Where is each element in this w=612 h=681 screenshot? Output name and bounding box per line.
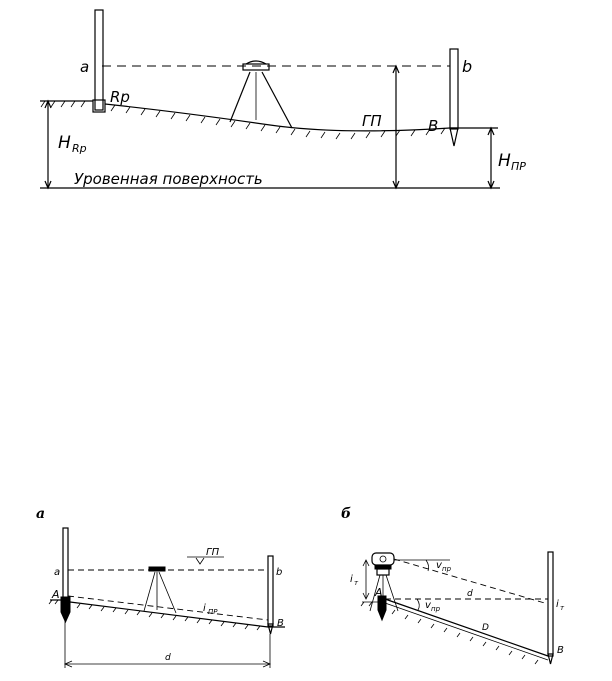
- bottom-left-figure: а ГП a b A: [36, 506, 285, 668]
- label-v-top-main: v: [436, 560, 443, 571]
- staff-left: [94, 9, 104, 111]
- label-GP: ГП: [362, 112, 382, 130]
- inclined-line: [67, 595, 269, 621]
- theodolite-instrument: [369, 552, 399, 622]
- label-v-bot-main: v: [425, 600, 432, 611]
- panel-letter-b: б: [341, 506, 351, 522]
- bottom-right-figure: б: [341, 506, 565, 665]
- benchmark-block: [92, 99, 106, 113]
- label-v-top-sub: пр: [442, 565, 452, 573]
- peg-right: [449, 127, 459, 147]
- label-HRp-main: H: [58, 133, 71, 153]
- label-b-small: b: [276, 567, 282, 578]
- panel-letter-a: а: [36, 506, 45, 522]
- label-i-sub: ПР: [208, 608, 218, 616]
- label-D-right: D: [482, 623, 489, 633]
- staff-right: [449, 48, 459, 130]
- staff-A: [62, 527, 69, 601]
- slope-D-line: [384, 598, 549, 657]
- label-a-small: a: [54, 567, 60, 578]
- label-B-right: B: [557, 645, 564, 656]
- label-Hpr-sub: ПР: [511, 160, 526, 173]
- staff-B: [267, 555, 274, 627]
- label-Hpr-main: H: [498, 151, 511, 171]
- top-figure: a b Rp H Rp ГП B H ПР Уровенная поверхно…: [40, 9, 526, 190]
- level-instrument-small: [143, 566, 177, 614]
- label-level-surface: Уровенная поверхность: [74, 170, 263, 188]
- label-b: b: [462, 57, 472, 76]
- ground-left: [50, 599, 285, 628]
- label-v-bot-sub: пр: [431, 605, 441, 613]
- label-a: a: [80, 58, 89, 76]
- staff-B-right: [547, 551, 554, 657]
- label-d-left: d: [165, 653, 171, 663]
- peg-A: [60, 596, 71, 624]
- inclined-sight-right: [393, 558, 549, 605]
- label-Rp: Rp: [110, 88, 130, 106]
- label-A-left: A: [51, 588, 60, 601]
- label-iT-right-sub: т: [560, 604, 565, 612]
- label-iT-left-main: i: [350, 574, 353, 585]
- label-HRp-sub: Rp: [72, 142, 87, 155]
- label-iT-left-sub: т: [354, 579, 359, 587]
- label-i-main: i: [203, 603, 206, 614]
- label-GP-small: ГП: [206, 547, 220, 558]
- level-instrument: [229, 60, 293, 129]
- ground-hatch: [40, 100, 446, 140]
- label-B: B: [428, 117, 438, 135]
- label-A-right: A: [374, 586, 383, 599]
- label-d-right: d: [467, 589, 473, 599]
- label-iT-right-main: i: [556, 599, 559, 610]
- label-B-left: B: [277, 618, 284, 629]
